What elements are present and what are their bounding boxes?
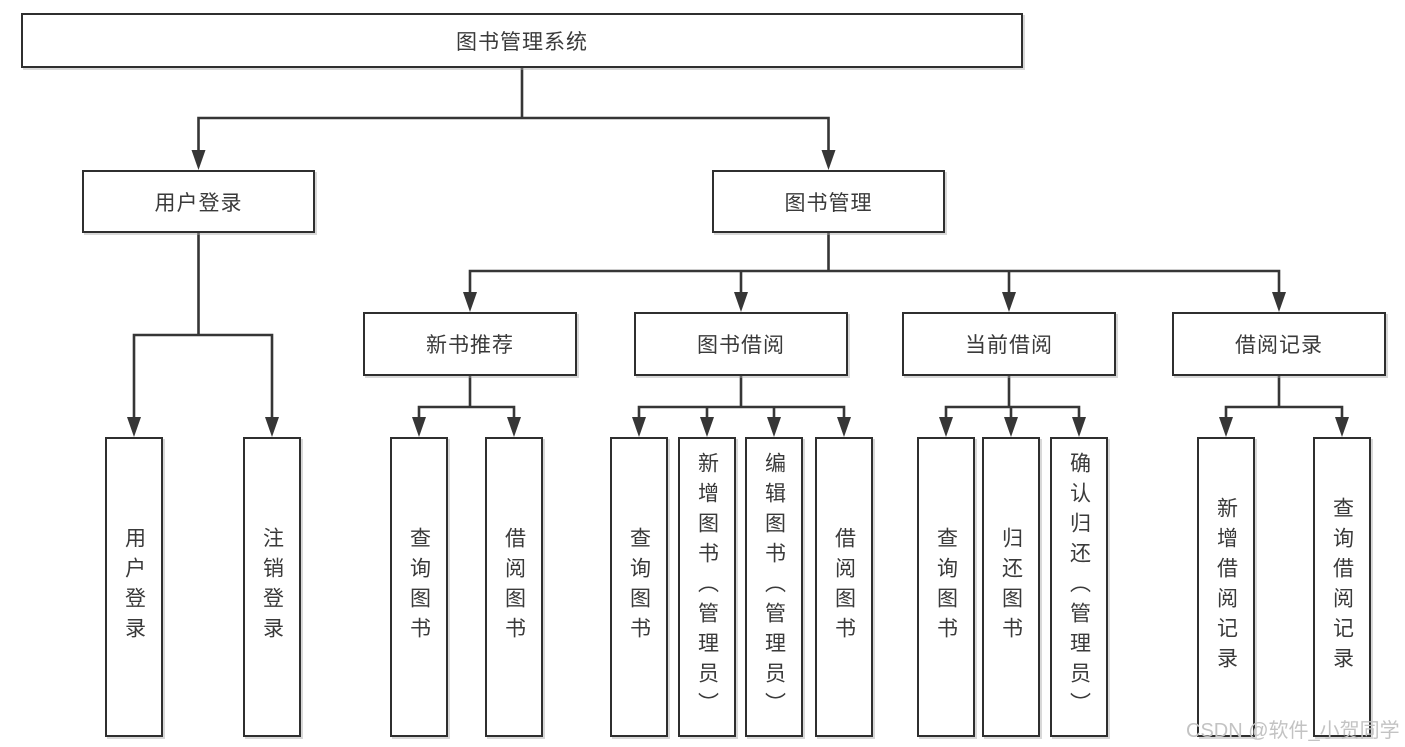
leaf-add-borrow-record: 新增借阅记录 [1197, 437, 1255, 737]
leaf-add-books-admin-label: 新增图书（管理员） [695, 452, 719, 722]
leaf-borrow-books-recommend: 借阅图书 [485, 437, 543, 737]
node-book-management-label: 图书管理 [784, 191, 873, 215]
node-new-book-recommend: 新书推荐 [363, 312, 577, 376]
leaf-query-books-recommend: 查询图书 [390, 437, 448, 737]
leaf-query-books-current-label: 查询图书 [934, 527, 958, 647]
arrowhead-group [127, 150, 1349, 437]
leaf-borrow-books-label: 借阅图书 [832, 527, 856, 647]
node-root-system: 图书管理系统 [21, 13, 1023, 68]
leaf-confirm-return-admin: 确认归还（管理员） [1050, 437, 1108, 737]
node-book-borrow-label: 图书借阅 [697, 334, 785, 357]
leaf-logout: 注销登录 [243, 437, 301, 737]
node-root-label: 图书管理系统 [456, 30, 588, 54]
watermark-text: CSDN @软件_小贺同学 [1186, 720, 1400, 742]
leaf-query-borrow-record-label: 查询借阅记录 [1330, 497, 1354, 677]
node-book-management: 图书管理 [712, 170, 945, 233]
leaf-return-books-label: 归还图书 [999, 527, 1023, 647]
node-current-borrow-label: 当前借阅 [965, 334, 1053, 357]
node-borrow-records-label: 借阅记录 [1235, 334, 1323, 357]
node-user-login: 用户登录 [82, 170, 315, 233]
leaf-borrow-books-recommend-label: 借阅图书 [502, 527, 526, 647]
node-current-borrow: 当前借阅 [902, 312, 1116, 376]
node-user-login-label: 用户登录 [154, 191, 243, 215]
leaf-user-login-label: 用户登录 [122, 527, 146, 647]
leaf-query-books-borrow-label: 查询图书 [627, 527, 651, 647]
leaf-query-books-borrow: 查询图书 [610, 437, 668, 737]
leaf-query-books-current: 查询图书 [917, 437, 975, 737]
leaf-edit-books-admin-label: 编辑图书（管理员） [762, 452, 786, 722]
leaf-query-borrow-record: 查询借阅记录 [1313, 437, 1371, 737]
leaf-query-books-recommend-label: 查询图书 [407, 527, 431, 647]
leaf-add-books-admin: 新增图书（管理员） [678, 437, 736, 737]
leaf-return-books: 归还图书 [982, 437, 1040, 737]
leaf-borrow-books: 借阅图书 [815, 437, 873, 737]
leaf-user-login: 用户登录 [105, 437, 163, 737]
leaf-logout-label: 注销登录 [260, 527, 284, 647]
node-book-borrow: 图书借阅 [634, 312, 848, 376]
leaf-add-borrow-record-label: 新增借阅记录 [1214, 497, 1238, 677]
node-new-book-recommend-label: 新书推荐 [426, 334, 514, 357]
leaf-confirm-return-admin-label: 确认归还（管理员） [1067, 452, 1091, 722]
node-borrow-records: 借阅记录 [1172, 312, 1386, 376]
leaf-edit-books-admin: 编辑图书（管理员） [745, 437, 803, 737]
